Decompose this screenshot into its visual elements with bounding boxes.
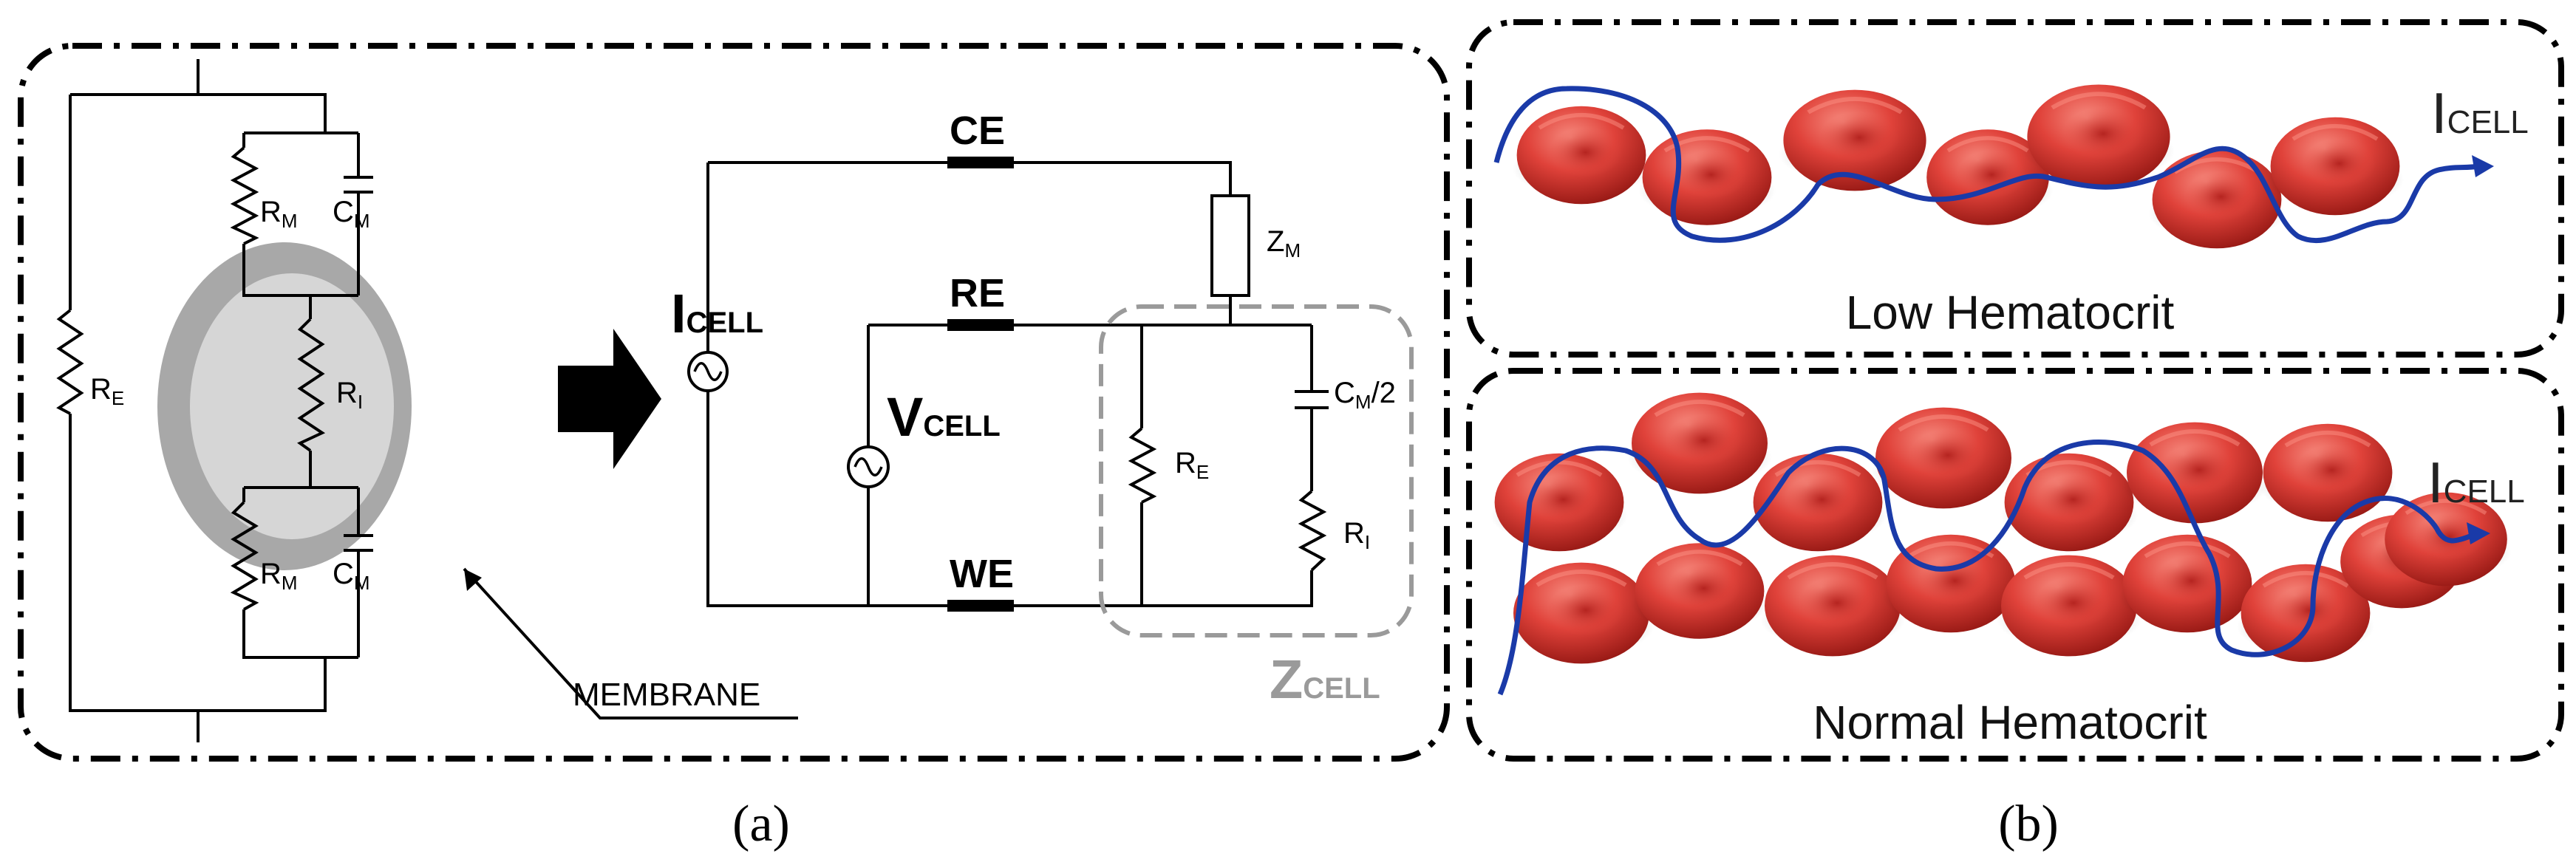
cm-top-capacitor-symbol	[344, 176, 373, 194]
rbc	[2266, 117, 2404, 215]
rbc	[1490, 454, 1628, 551]
rbc	[1760, 555, 1905, 657]
cm-bottom-capacitor-symbol	[344, 534, 373, 552]
ri-label: RI	[336, 377, 363, 413]
panel-b-normal-frame	[1466, 368, 2564, 762]
rbc	[2259, 424, 2396, 522]
we-label: WE	[950, 552, 1014, 596]
normal-icell-label: ICELL	[2427, 450, 2525, 515]
re-label: RE	[90, 373, 124, 409]
re-electrode-label: RE	[950, 271, 1005, 315]
rbc	[2122, 423, 2267, 524]
re-electrode	[947, 319, 1014, 331]
zcell-box	[1099, 304, 1414, 637]
rbc	[1509, 563, 1654, 664]
zm-label: ZM	[1267, 225, 1301, 261]
re-resistor-symbol	[56, 309, 84, 415]
icell-label: ICELL	[671, 283, 763, 344]
zcell-ri-label: RI	[1343, 517, 1370, 553]
rm-bottom-resistor-symbol	[230, 501, 259, 611]
zcell-ri-resistor-symbol	[1298, 490, 1327, 572]
rbc	[2148, 151, 2286, 248]
panel-b-caption: (b)	[1998, 796, 2059, 852]
membrane-pointer-arrowhead	[464, 569, 482, 591]
low-current-path	[1493, 86, 2480, 243]
cm-bottom-label: CM	[333, 558, 370, 594]
ce-label: CE	[950, 109, 1005, 153]
rm-top-resistor-symbol	[230, 146, 259, 245]
transform-arrow	[558, 329, 661, 469]
rbc	[1871, 408, 2016, 509]
cell-model: RE RM CM RI RM CM MEMBRANE	[56, 59, 798, 742]
zcell-re-label: RE	[1175, 447, 1209, 483]
rbc	[1997, 555, 2141, 657]
rbc	[1513, 106, 1650, 204]
ri-resistor-symbol	[297, 318, 326, 452]
low-current-arrowhead	[2472, 155, 2494, 177]
rbc	[1627, 393, 1772, 494]
electrode-circuit: CE ZM ICELL RE VCELL WE RE CM/2 RI ZCELL	[671, 109, 1414, 710]
membrane-pointer-line	[463, 567, 798, 719]
normal-hematocrit-cells	[1490, 393, 2511, 664]
cytoplasm	[190, 273, 394, 539]
zcell-label: ZCELL	[1270, 649, 1380, 710]
rm-top-label: RM	[260, 196, 298, 232]
cm2-label: CM/2	[1334, 377, 1396, 413]
rbc	[1638, 129, 1776, 225]
membrane-label: MEMBRANE	[573, 677, 760, 713]
normal-hematocrit-title: Normal Hematocrit	[1813, 696, 2207, 749]
vcell-label: VCELL	[887, 386, 1001, 448]
normal-current-arrowhead	[2467, 522, 2490, 544]
panel-a-frame	[18, 43, 1450, 762]
zcell-re-resistor-symbol	[1128, 427, 1157, 504]
rm-bottom-label: RM	[260, 558, 298, 594]
normal-current-path	[1497, 440, 2473, 696]
zm-impedance-box	[1210, 194, 1250, 297]
panel-a-caption: (a)	[732, 796, 790, 852]
low-hematocrit-title: Low Hematocrit	[1846, 286, 2175, 339]
cm2-capacitor-symbol	[1295, 390, 1329, 409]
cm-top-label: CM	[333, 196, 370, 232]
we-electrode	[947, 600, 1014, 612]
panel-b-low-frame	[1466, 19, 2564, 358]
ce-electrode	[947, 157, 1014, 168]
low-icell-label: ICELL	[2431, 81, 2529, 146]
